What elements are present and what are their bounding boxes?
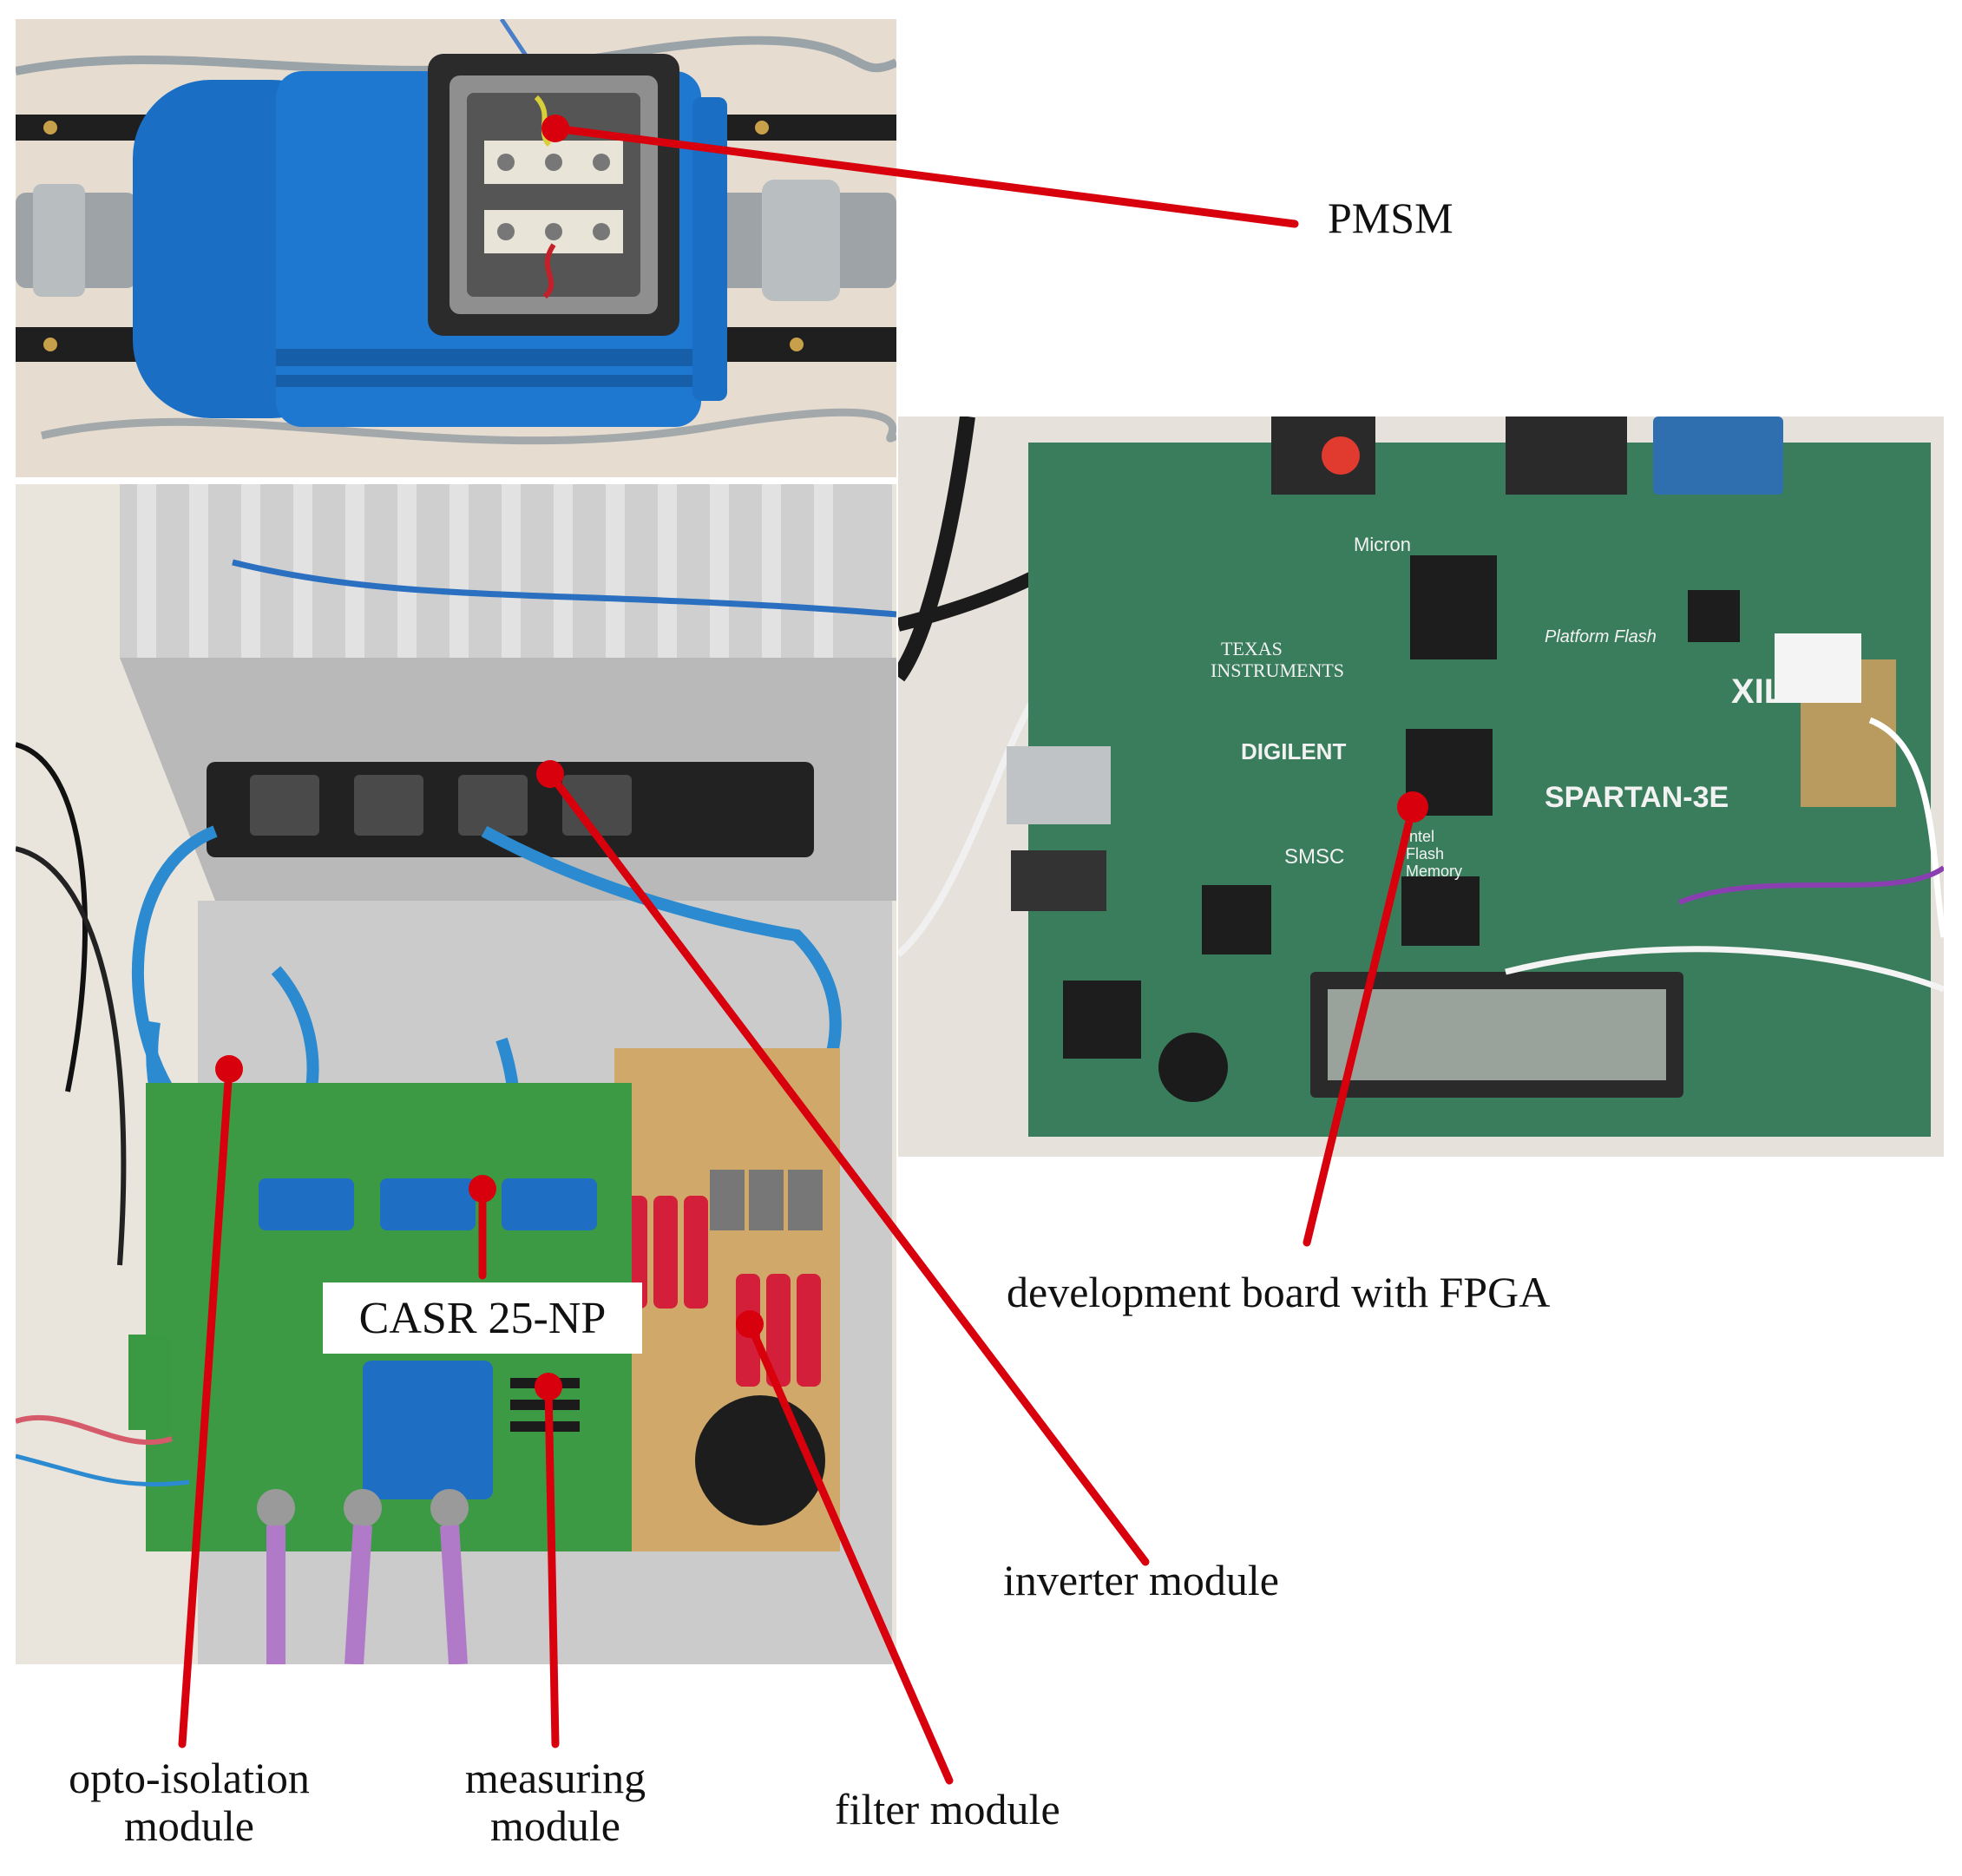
micron-text: Micron — [1354, 534, 1411, 555]
smsc-text: SMSC — [1284, 845, 1344, 869]
ti-text-line2: INSTRUMENTS — [1211, 659, 1344, 681]
digilent-text: DIGILENT — [1241, 738, 1346, 764]
label-measuring-line2: module — [490, 1801, 620, 1850]
label-pmsm: PMSM — [1328, 194, 1453, 242]
label-filter: filter module — [835, 1785, 1060, 1833]
fpga-board-photo: XILINX SPARTAN-3E DIGILENT TEXAS INSTRUM… — [898, 417, 1944, 1157]
ti-text-line1: TEXAS — [1221, 638, 1283, 659]
intel-text-line1: intel — [1406, 828, 1434, 845]
label-casr: CASR 25-NP — [323, 1282, 642, 1354]
label-measuring: measuring module — [408, 1755, 703, 1850]
pmsm-photo — [16, 19, 896, 477]
label-opto-isolation: opto-isolation module — [33, 1755, 345, 1850]
label-opto-line2: module — [124, 1801, 254, 1850]
label-inverter: inverter module — [1003, 1556, 1279, 1604]
label-casr-text: CASR 25-NP — [358, 1293, 607, 1343]
intel-text-line2: Flash — [1406, 845, 1444, 863]
spartan-logo-text: SPARTAN-3E — [1545, 781, 1729, 814]
platform-flash-text: Platform Flash — [1545, 627, 1657, 646]
intel-text-line3: Memory — [1406, 863, 1462, 880]
label-dev-board: development board with FPGA — [1007, 1268, 1551, 1316]
label-opto-line1: opto-isolation — [69, 1754, 310, 1802]
inverter-photo — [16, 484, 896, 1664]
label-measuring-line1: measuring — [464, 1754, 646, 1802]
